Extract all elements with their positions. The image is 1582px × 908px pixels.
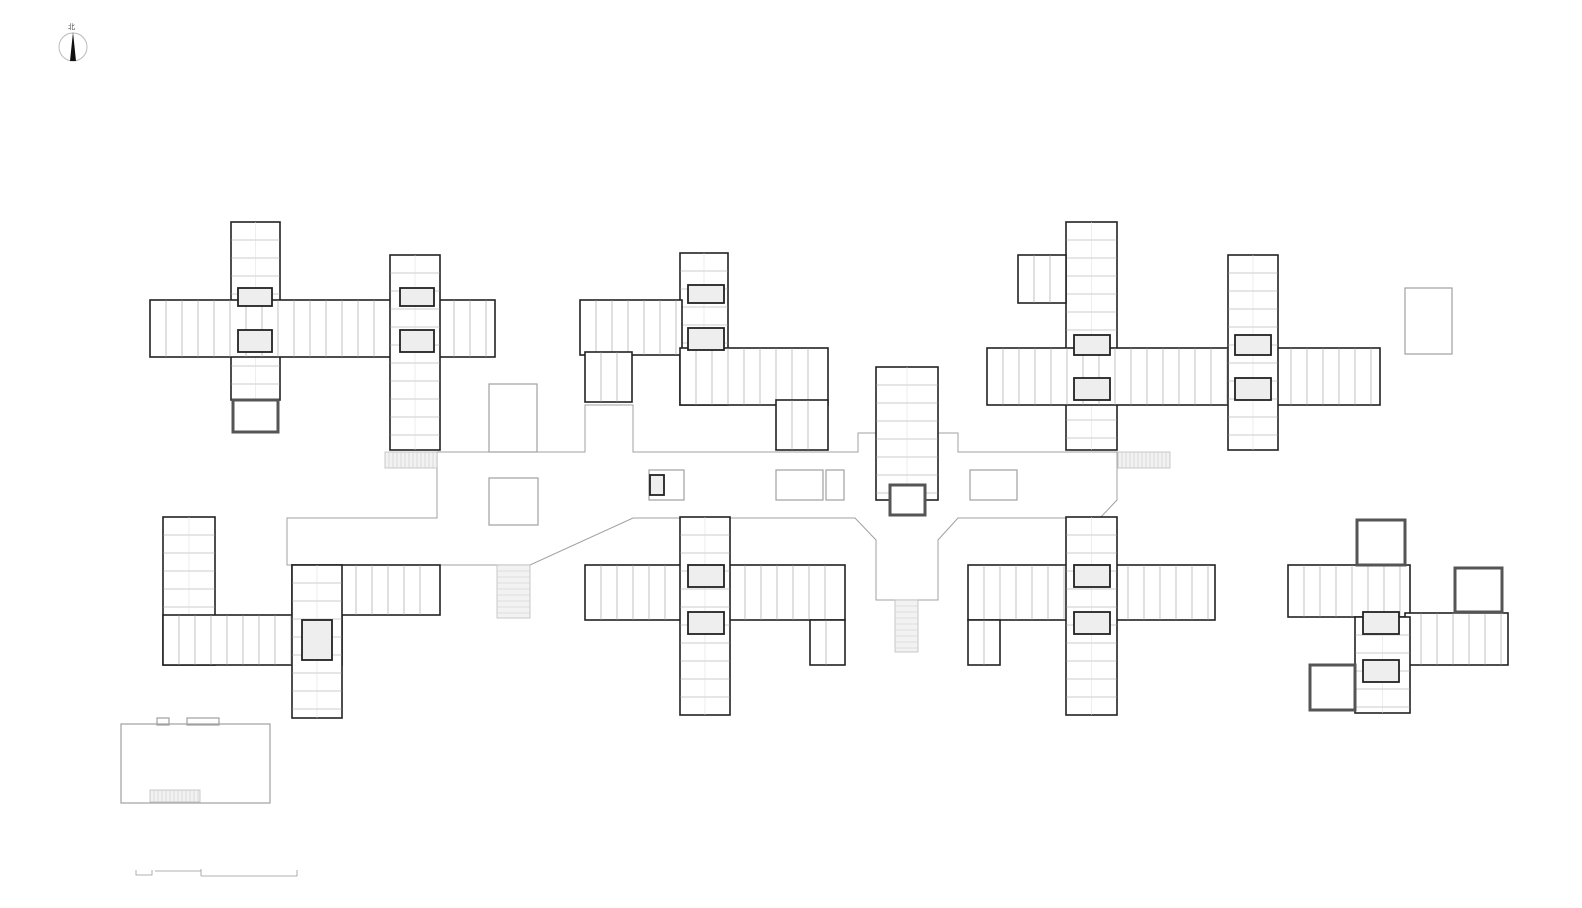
north-arrow-label: 北 bbox=[68, 24, 75, 31]
stair-core bbox=[1234, 334, 1272, 356]
stair bbox=[384, 451, 438, 469]
courtyard-outline bbox=[1404, 287, 1453, 355]
enclosed-room bbox=[231, 398, 280, 434]
building-wing bbox=[775, 399, 829, 451]
courtyard-outline bbox=[775, 469, 824, 501]
enclosed-room bbox=[1453, 566, 1504, 614]
building-wing bbox=[584, 351, 633, 403]
stair-core bbox=[1362, 659, 1400, 683]
stair bbox=[149, 789, 201, 803]
stair-core bbox=[237, 287, 273, 307]
stair-core bbox=[1073, 564, 1111, 588]
stair-core bbox=[687, 327, 725, 351]
scale-bar bbox=[135, 869, 298, 877]
stair-core bbox=[1362, 611, 1400, 635]
courtyard-outlines bbox=[120, 287, 1453, 804]
stair-core bbox=[1234, 377, 1272, 401]
stair-core bbox=[301, 619, 333, 661]
building-wing bbox=[809, 619, 846, 666]
stair-core bbox=[1073, 611, 1111, 635]
building-wing bbox=[149, 299, 496, 358]
concourse-outline bbox=[286, 404, 1118, 601]
exterior-stairs bbox=[149, 451, 1171, 803]
building-wing bbox=[1287, 564, 1411, 618]
building-wing bbox=[986, 347, 1381, 406]
stair-core bbox=[687, 564, 725, 588]
courtyard-outline bbox=[648, 469, 685, 501]
building-wing bbox=[579, 299, 683, 356]
courtyard-outline bbox=[120, 723, 271, 804]
stair-core bbox=[687, 611, 725, 635]
stair-core bbox=[687, 284, 725, 304]
stair-core bbox=[237, 329, 273, 353]
courtyard-outline bbox=[825, 469, 845, 501]
courtyard-outline bbox=[186, 717, 220, 726]
enclosed-room bbox=[888, 483, 927, 517]
enclosed-room bbox=[1308, 663, 1357, 712]
stair-core bbox=[1073, 377, 1111, 401]
stair-core bbox=[649, 474, 665, 496]
courtyard-outline bbox=[488, 477, 539, 526]
concourse-path bbox=[286, 404, 1118, 601]
stair-core bbox=[399, 287, 435, 307]
building-wing bbox=[1404, 612, 1509, 666]
north-arrow-icon bbox=[58, 32, 88, 62]
building-wing bbox=[1017, 254, 1067, 304]
stair-core bbox=[1073, 334, 1111, 356]
courtyard-outline bbox=[488, 383, 538, 453]
stair bbox=[1117, 451, 1171, 469]
stair bbox=[894, 599, 919, 653]
building-wings bbox=[149, 221, 1509, 719]
building-wing bbox=[679, 347, 829, 406]
courtyard-outline bbox=[156, 717, 170, 726]
stair-core bbox=[399, 329, 435, 353]
courtyard-outline bbox=[969, 469, 1018, 501]
stair bbox=[496, 564, 531, 619]
enclosed-room bbox=[1355, 518, 1407, 567]
